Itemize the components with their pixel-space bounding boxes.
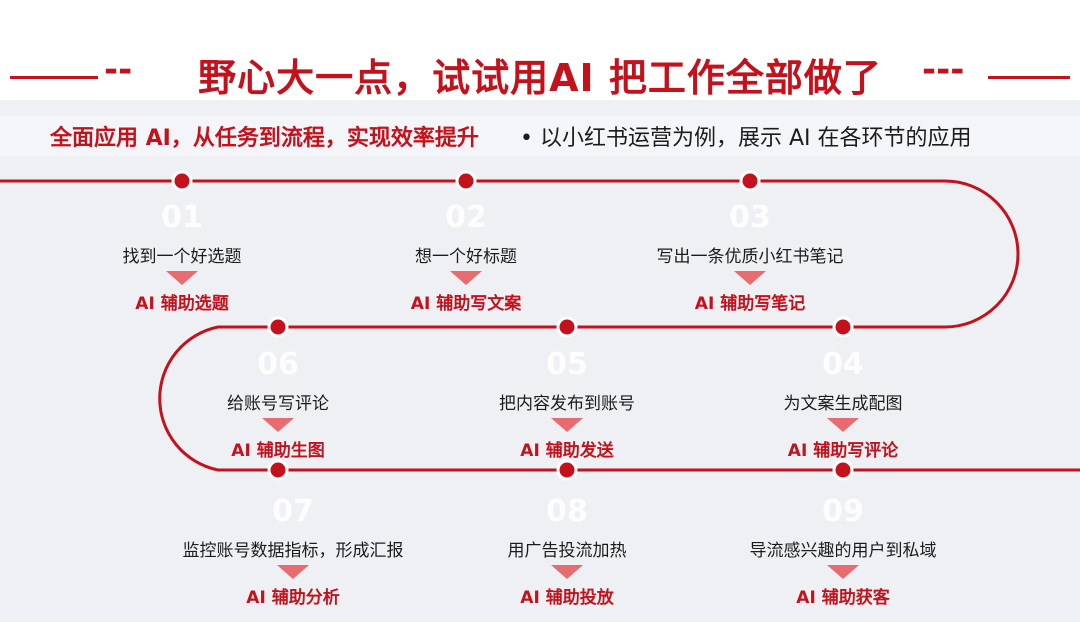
step-ai-label: AI 辅助发送: [520, 441, 614, 461]
down-arrow-icon: [166, 271, 198, 285]
step-number: 03: [729, 200, 771, 235]
title-deco-right: ---: [922, 50, 965, 90]
step-07: 07 监控账号数据指标，形成汇报 AI 辅助分析: [163, 494, 423, 608]
node-02: [455, 170, 477, 192]
page-title: 野心大一点，试试用AI 把工作全部做了: [198, 56, 882, 100]
node-04: [832, 316, 854, 338]
step-number: 04: [822, 347, 864, 382]
step-04: 04 为文案生成配图 AI 辅助写评论: [713, 347, 973, 461]
step-ai-label: AI 辅助分析: [246, 588, 340, 608]
down-arrow-icon: [827, 418, 859, 432]
step-number: 08: [546, 494, 588, 529]
step-06: 06 给账号写评论 AI 辅助生图: [148, 347, 408, 461]
node-01: [171, 170, 193, 192]
step-number: 09: [822, 494, 864, 529]
step-task: 用广告投流加热: [507, 541, 627, 561]
subtitle-left: 全面应用 AI，从任务到流程，实现效率提升: [50, 126, 479, 151]
node-08: [556, 459, 578, 481]
step-task: 写出一条优质小红书笔记: [656, 247, 844, 267]
node-09: [832, 459, 854, 481]
step-number: 01: [161, 200, 203, 235]
step-01: 01 找到一个好选题 AI 辅助选题: [52, 200, 312, 314]
step-ai-label: AI 辅助写笔记: [694, 294, 806, 314]
down-arrow-icon: [262, 418, 294, 432]
title-deco-left: --: [104, 50, 133, 90]
step-number: 02: [445, 200, 487, 235]
step-number: 07: [272, 494, 314, 529]
step-task: 导流感兴趣的用户到私域: [749, 541, 937, 561]
step-number: 05: [546, 347, 588, 382]
step-02: 02 想一个好标题 AI 辅助写文案: [336, 200, 596, 314]
step-08: 08 用广告投流加热 AI 辅助投放: [437, 494, 697, 608]
step-03: 03 写出一条优质小红书笔记 AI 辅助写笔记: [620, 200, 880, 314]
node-07: [267, 459, 289, 481]
step-ai-label: AI 辅助投放: [520, 588, 614, 608]
down-arrow-icon: [827, 565, 859, 579]
step-ai-label: AI 辅助写文案: [410, 294, 522, 314]
step-task: 给账号写评论: [227, 394, 329, 414]
step-task: 找到一个好选题: [122, 247, 242, 267]
step-ai-label: AI 辅助获客: [796, 588, 890, 608]
step-ai-label: AI 辅助选题: [135, 294, 229, 314]
step-task: 把内容发布到账号: [499, 394, 635, 414]
down-arrow-icon: [277, 565, 309, 579]
step-number: 06: [257, 347, 299, 382]
title-bar: [0, 0, 1080, 100]
node-05: [556, 316, 578, 338]
step-09: 09 导流感兴趣的用户到私域 AI 辅助获客: [713, 494, 973, 608]
step-task: 监控账号数据指标，形成汇报: [182, 541, 404, 561]
node-03: [739, 170, 761, 192]
down-arrow-icon: [551, 565, 583, 579]
step-ai-label: AI 辅助写评论: [787, 441, 899, 461]
title-line-left: [10, 76, 98, 79]
step-05: 05 把内容发布到账号 AI 辅助发送: [437, 347, 697, 461]
step-task: 为文案生成配图: [783, 394, 903, 414]
down-arrow-icon: [551, 418, 583, 432]
title-line-right: [988, 76, 1070, 79]
down-arrow-icon: [734, 271, 766, 285]
node-06: [267, 316, 289, 338]
subtitle-row: [0, 116, 1080, 156]
step-task: 想一个好标题: [415, 247, 517, 267]
step-ai-label: AI 辅助生图: [231, 441, 325, 461]
down-arrow-icon: [450, 271, 482, 285]
subtitle-right: • 以小红书运营为例，展示 AI 在各环节的应用: [520, 126, 972, 151]
